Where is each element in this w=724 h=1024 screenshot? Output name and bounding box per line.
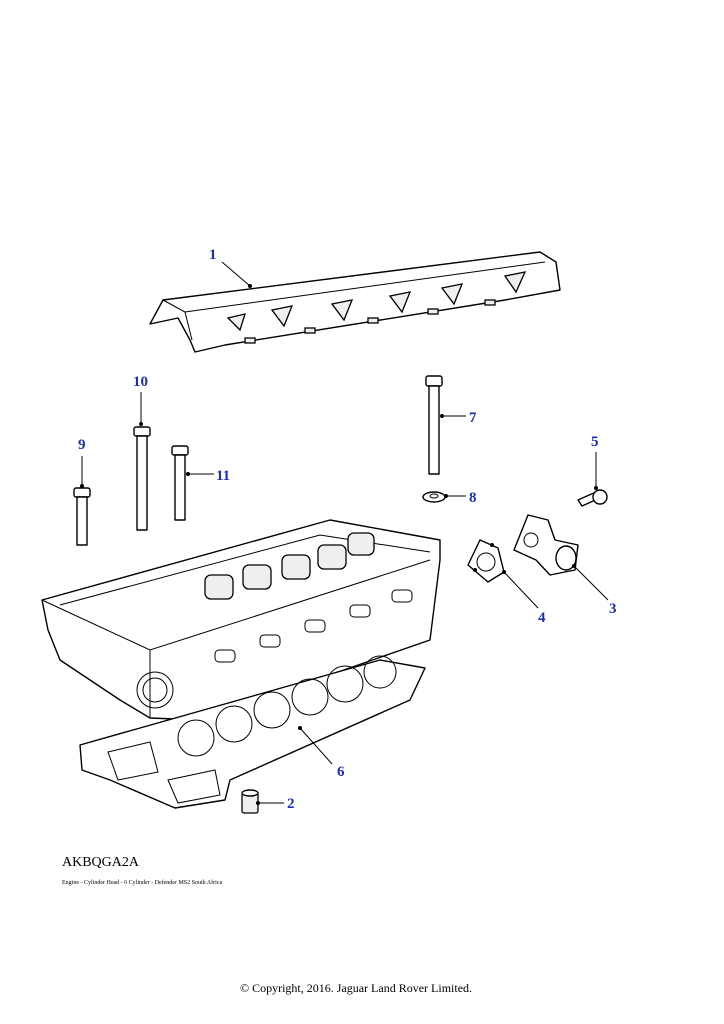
- part-8-washer[interactable]: [422, 491, 446, 503]
- part-9-bolt[interactable]: [73, 487, 91, 546]
- part-10-bolt[interactable]: [133, 426, 151, 531]
- cam-journals: [204, 532, 375, 600]
- callout-1[interactable]: 1: [209, 247, 217, 263]
- part-2-dowel[interactable]: [241, 789, 259, 814]
- part-6-head-gasket[interactable]: [79, 655, 426, 809]
- callout-5[interactable]: 5: [591, 434, 599, 450]
- port-openings: [214, 589, 413, 663]
- part-6-cylinder-head[interactable]: [41, 519, 441, 721]
- part-7-bolt[interactable]: [425, 375, 443, 475]
- callout-11[interactable]: 11: [216, 468, 230, 484]
- diagram-code: AKBQGA2A: [62, 855, 139, 870]
- callout-8[interactable]: 8: [469, 490, 477, 506]
- callout-10[interactable]: 10: [133, 374, 148, 390]
- callout-2[interactable]: 2: [287, 796, 295, 812]
- callout-6[interactable]: 6: [337, 764, 345, 780]
- part-3-coolant-outlet[interactable]: [513, 514, 579, 576]
- callout-3[interactable]: 3: [609, 601, 617, 617]
- copyright-notice: © Copyright, 2016. Jaguar Land Rover Lim…: [239, 981, 473, 995]
- callout-9[interactable]: 9: [78, 437, 86, 453]
- part-5-screw[interactable]: [577, 489, 608, 507]
- diagram-caption: Engine - Cylinder Head - 6 Cylinder - De…: [62, 880, 223, 886]
- callout-4[interactable]: 4: [538, 610, 546, 626]
- part-4-gasket[interactable]: [467, 539, 505, 583]
- part-1-engine-cover[interactable]: [149, 251, 561, 353]
- part-11-bolt[interactable]: [171, 445, 189, 521]
- callout-7[interactable]: 7: [469, 410, 477, 426]
- leader-lines: [80, 261, 609, 805]
